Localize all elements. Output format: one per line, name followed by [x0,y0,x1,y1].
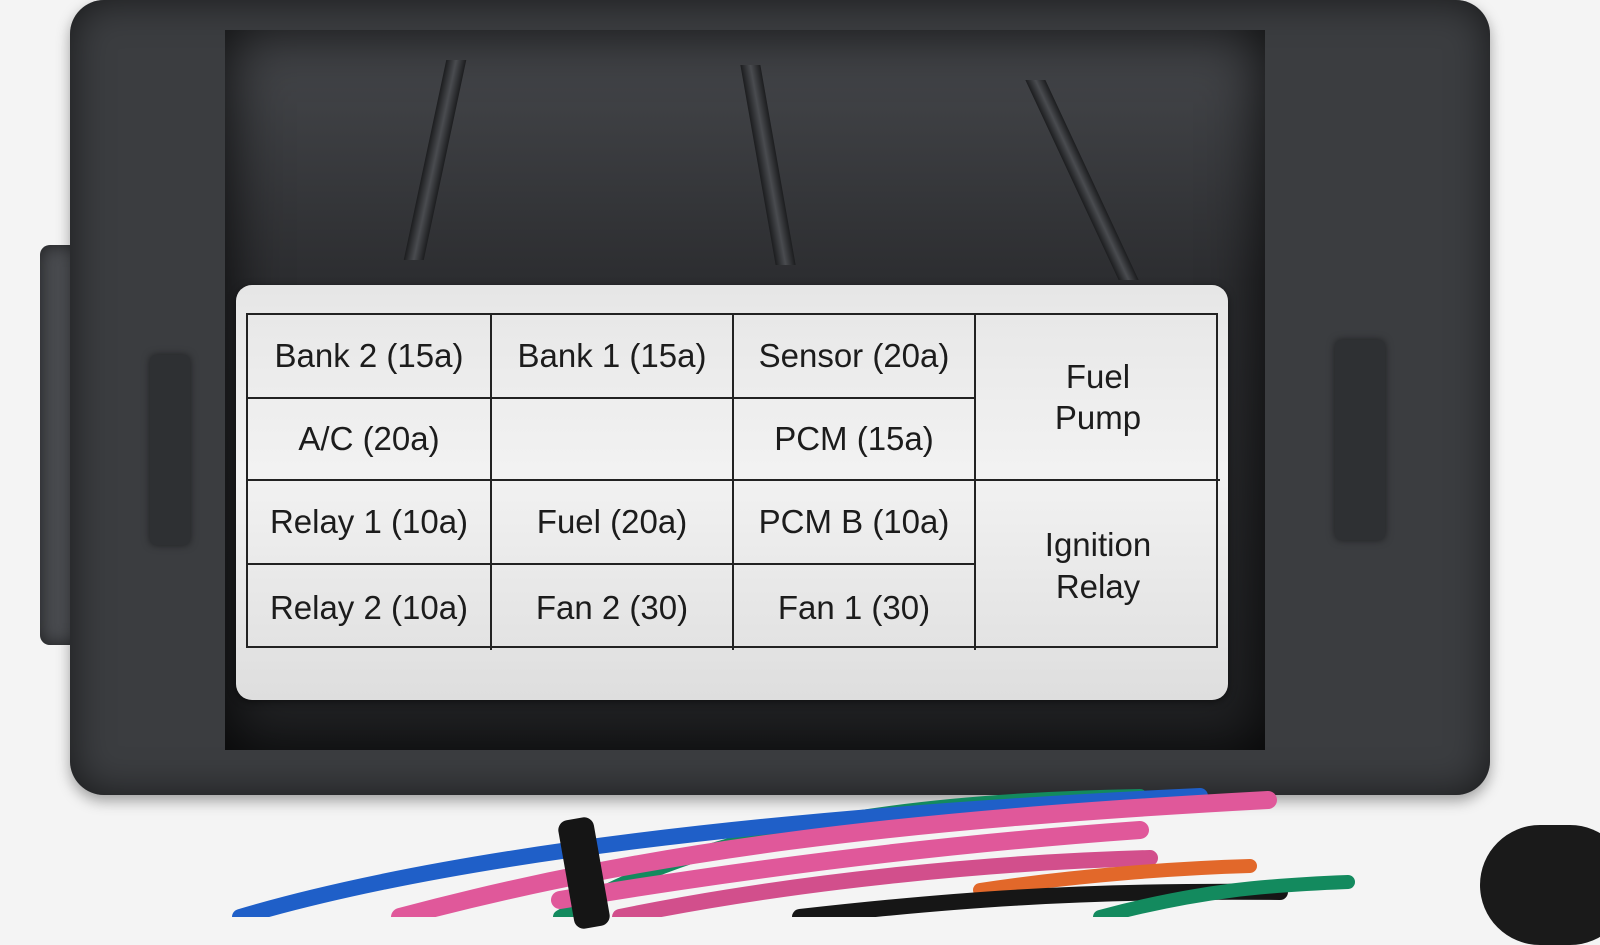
fuse-cell: A/C (20a) [248,399,492,481]
latch-clip-left [150,355,190,545]
fuse-cell: Sensor (20a) [734,315,976,399]
fuse-cell: Fan 2 (30) [492,565,734,650]
fuse-box-photo: Bank 2 (15a) Bank 1 (15a) Sensor (20a) F… [40,0,1600,945]
relay-cell-ignition: Ignition Relay [976,481,1220,650]
fuse-cell: Relay 1 (10a) [248,481,492,565]
wire-orange [973,859,1257,897]
fuse-cell: Bank 1 (15a) [492,315,734,399]
relay-label: Fuel Pump [1054,357,1142,436]
grommet [1480,825,1600,945]
latch-clip-right [1335,340,1385,540]
fuse-cell: PCM B (10a) [734,481,976,565]
fuse-layout-grid: Bank 2 (15a) Bank 1 (15a) Sensor (20a) F… [246,313,1220,650]
wire-blue [232,788,1208,917]
relay-cell-fuel-pump: Fuel Pump [976,315,1220,481]
fuse-layout-label: Bank 2 (15a) Bank 1 (15a) Sensor (20a) F… [236,285,1228,700]
fuse-cell: Relay 2 (10a) [248,565,492,650]
wire-pink [551,821,1149,909]
relay-label: Ignition Relay [1044,526,1152,605]
wire-pink [612,850,1158,917]
fuse-cell: PCM (15a) [734,399,976,481]
wire-harness [232,788,1355,917]
fuse-cell: Fuel (20a) [492,481,734,565]
fuse-cell: Fan 1 (30) [734,565,976,650]
fuse-cell: Bank 2 (15a) [248,315,492,399]
fuse-cell-empty [492,399,734,481]
wire-pink [391,791,1277,917]
wire-green [1093,875,1355,917]
